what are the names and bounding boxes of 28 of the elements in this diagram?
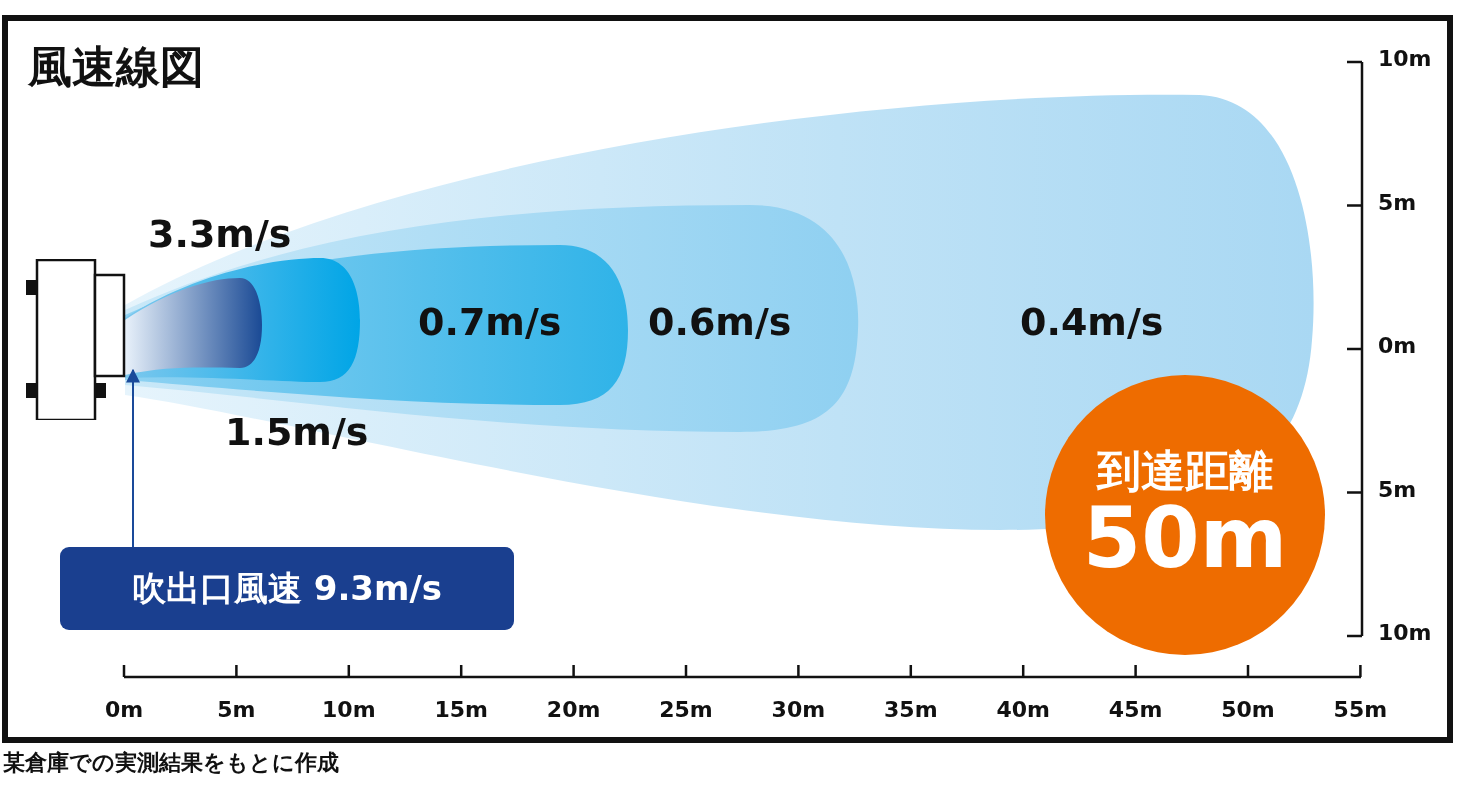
speed-label: 0.6m/s: [648, 300, 792, 344]
x-tick-label: 5m: [217, 697, 256, 722]
x-tick-label: 55m: [1333, 697, 1388, 722]
y-tick-label: 0m: [1378, 333, 1417, 358]
x-tick-label: 10m: [322, 697, 376, 722]
y-tick-label: 10m: [1378, 620, 1432, 645]
x-tick-label: 20m: [546, 697, 601, 722]
x-tick-label: 40m: [996, 697, 1050, 722]
speed-label: 3.3m/s: [148, 212, 292, 256]
x-tick-label: 30m: [771, 697, 826, 722]
x-tick-label: 45m: [1108, 697, 1163, 722]
y-tick-label: 5m: [1378, 476, 1417, 502]
x-tick-label: 15m: [434, 697, 488, 722]
arrow: [126, 368, 140, 548]
y-tick-label: 5m: [1378, 189, 1417, 215]
x-tick-label: 50m: [1221, 697, 1275, 722]
outlet-speed-label: 吹出口風速 9.3m/s: [60, 547, 514, 630]
speed-label: 1.5m/s: [225, 410, 369, 454]
distance-heading: 到達距離: [1097, 447, 1273, 494]
speed-label: 0.7m/s: [418, 300, 562, 344]
speed-label: 0.4m/s: [1020, 300, 1164, 344]
distance-value: 50m: [1082, 494, 1288, 583]
diagram-title: 風速線図: [28, 40, 204, 94]
x-tick-label: 35m: [884, 697, 938, 722]
x-tick-label: 0m: [104, 697, 144, 722]
y-tick-label: 10m: [1378, 46, 1432, 71]
source-caption: 某倉庫での実測結果をもとに作成: [3, 749, 339, 777]
x-tick-label: 25m: [659, 697, 713, 722]
